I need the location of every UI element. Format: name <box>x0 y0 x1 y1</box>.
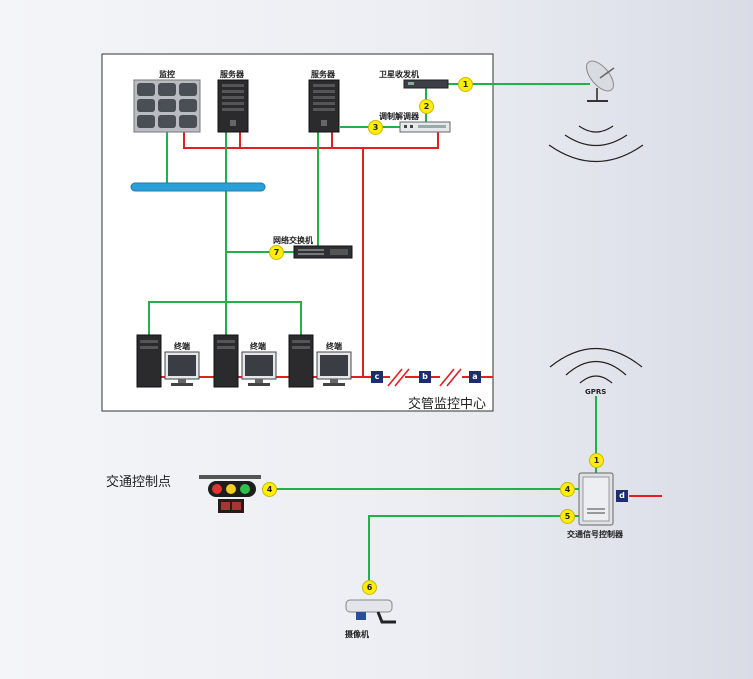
terminal-computer-icon <box>213 334 277 388</box>
link-badge: 1 <box>589 453 604 468</box>
satellite-transceiver-label: 卫星收发机 <box>379 70 419 79</box>
link-marker: c <box>371 371 383 383</box>
server-icon <box>217 79 249 133</box>
break-marks <box>387 368 462 387</box>
terminal-computer-icon <box>136 334 200 388</box>
camera-icon <box>345 599 396 624</box>
camera-label: 摄像机 <box>345 630 369 639</box>
blue-bus <box>130 182 266 192</box>
modem-icon <box>399 121 451 133</box>
terminal-computer-icon <box>288 334 352 388</box>
satellite-transceiver-icon <box>403 79 449 89</box>
traffic-control-site-title: 交通控制点 <box>106 475 172 490</box>
monitor-label: 监控 <box>159 70 175 79</box>
network-switch-label: 网络交换机 <box>273 236 313 245</box>
link-marker: b <box>419 371 431 383</box>
link-badge: 4 <box>262 482 277 497</box>
monitoring-center-title: 交管监控中心 <box>408 397 487 412</box>
gprs-wave-icon <box>549 348 643 384</box>
traffic-light-icon <box>199 475 261 513</box>
signal-controller-label: 交通信号控制器 <box>567 530 623 539</box>
monitor-wall-icon <box>133 79 201 133</box>
link-badge: 4 <box>560 482 575 497</box>
link-badge: 2 <box>419 99 434 114</box>
server-icon <box>308 79 340 133</box>
satellite-dish-icon <box>586 60 615 102</box>
link-marker: a <box>469 371 481 383</box>
link-marker: d <box>616 490 628 502</box>
link-badge: 1 <box>458 77 473 92</box>
signal-controller-cabinet-icon <box>578 472 614 526</box>
server-label: 服务器 <box>311 70 335 79</box>
link-badge: 5 <box>560 509 575 524</box>
link-badge: 6 <box>362 580 377 595</box>
link-badge: 3 <box>368 120 383 135</box>
terminal-label: 终端 <box>174 342 190 351</box>
satellite-wave-icon <box>548 125 644 162</box>
server-label: 服务器 <box>220 70 244 79</box>
modem-label: 调制解调器 <box>379 112 419 121</box>
link-badge: 7 <box>269 245 284 260</box>
terminal-label: 终端 <box>326 342 342 351</box>
gprs-label: GPRS <box>585 388 607 396</box>
terminal-label: 终端 <box>250 342 266 351</box>
network-switch-icon <box>293 245 353 259</box>
